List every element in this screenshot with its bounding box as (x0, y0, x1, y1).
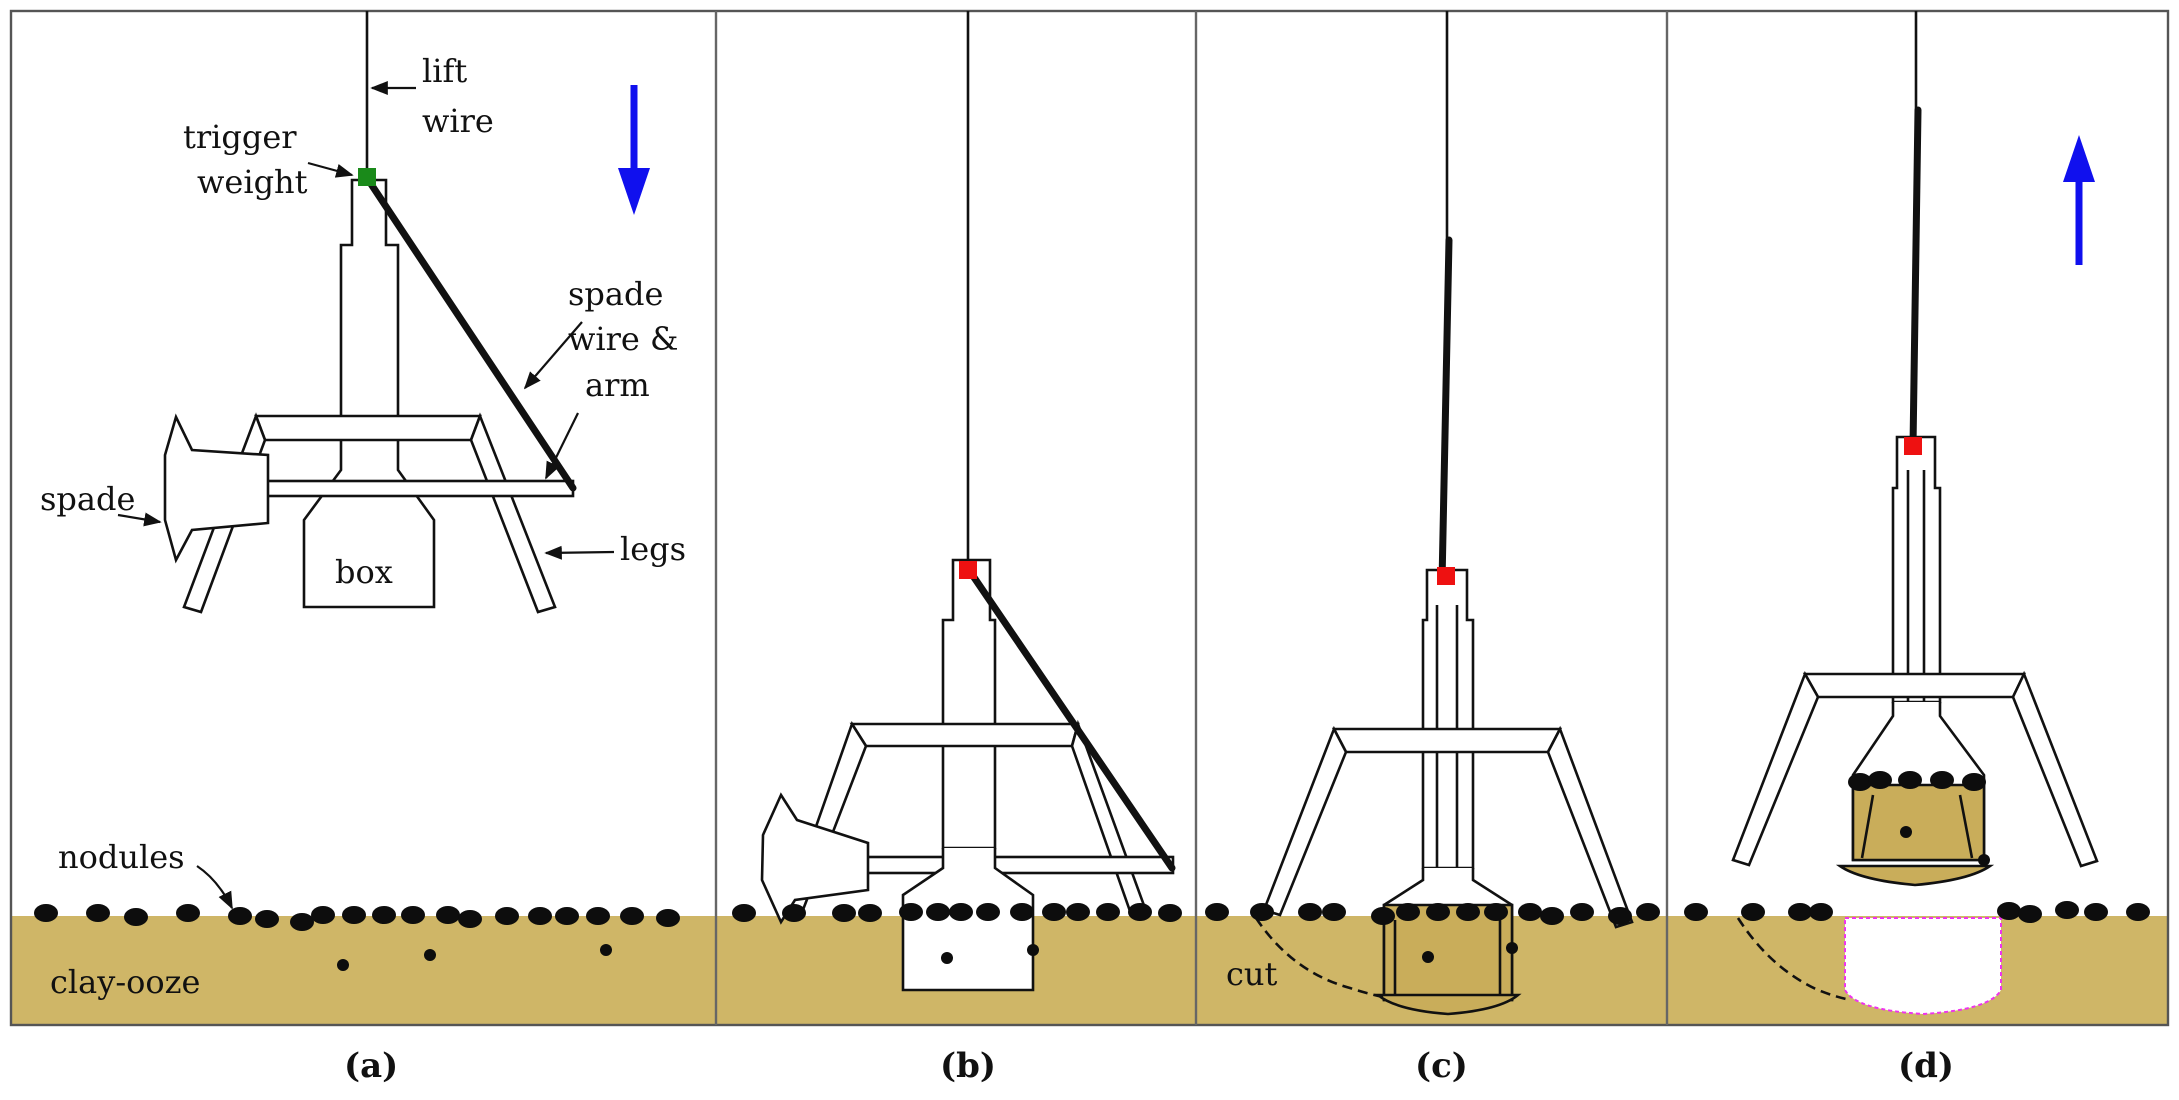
label-trigger: trigger (183, 118, 297, 156)
nodules-panel-c (1205, 903, 1660, 963)
label-spade-wire-1: spade (568, 275, 663, 313)
caption-b: (b) (940, 1046, 996, 1086)
label-spade: spade (40, 480, 135, 518)
frame-leg-left (1731, 670, 1820, 867)
nodules-panel-b (732, 903, 1182, 964)
label-clay-ooze: clay-ooze (50, 963, 200, 1001)
frame-crossbar (254, 414, 482, 442)
label-spade-wire-2: wire & (568, 320, 679, 358)
sediment-layer (11, 916, 2168, 1025)
label-spade-wire-3: arm (585, 366, 650, 404)
pointer-spade-arm (545, 412, 579, 480)
frame-leg-left (1262, 725, 1348, 917)
corer-column (941, 558, 997, 850)
up-arrow-icon (2063, 135, 2095, 265)
nodules-panel-d (1684, 771, 2150, 923)
frame-crossbar (1331, 727, 1563, 754)
spade-wire (363, 174, 577, 492)
spade-wire-retracted (1909, 106, 1922, 450)
down-arrow-icon (618, 85, 650, 215)
pointer-spade (117, 512, 162, 527)
caption-c: (c) (1415, 1046, 1468, 1086)
corer-column (339, 178, 400, 442)
spade-wire (965, 566, 1176, 872)
trigger-weight (1904, 437, 1922, 455)
panel-a: lift wire trigger weight spade wire & ar… (34, 11, 686, 1086)
spade-arm (864, 855, 1175, 875)
label-nodules: nodules (58, 838, 185, 876)
spade-closed (1374, 993, 1522, 1016)
nodules-panel-a (34, 904, 680, 971)
corer-column (1891, 435, 1942, 704)
label-lift: lift (422, 52, 467, 90)
corer-column (1421, 568, 1475, 870)
panel-d: (d) (1684, 11, 2150, 1086)
frame-crossbar (1802, 672, 2027, 699)
pointer-trigger-weight (307, 161, 354, 178)
frame-leg-right (2011, 670, 2099, 868)
trigger-weight (358, 168, 376, 186)
panel-b: (b) (732, 11, 1182, 1086)
pointer-spade-wire (523, 321, 583, 390)
panel-c: cut (c) (1205, 11, 1660, 1086)
cut-line (1254, 917, 1389, 1000)
spade-arm (263, 479, 575, 498)
label-legs: legs (620, 530, 686, 568)
label-wire: wire (422, 102, 494, 140)
pointer-legs (544, 545, 615, 560)
frame-leg-right (1546, 725, 1634, 929)
spade (163, 413, 270, 564)
pointer-nodules (196, 865, 233, 910)
spade (760, 792, 870, 925)
frame-leg-right (469, 412, 557, 614)
box-inner-lines (1860, 794, 1974, 859)
trigger-weight (1437, 567, 1455, 585)
spade-closed (1835, 864, 1995, 887)
box-inner-lines (1393, 920, 1502, 995)
figure-border (9, 9, 2170, 1027)
label-weight: weight (197, 163, 308, 201)
label-cut: cut (1226, 955, 1278, 993)
trigger-weight (959, 561, 977, 579)
sample-hole (1844, 917, 2002, 1016)
caption-a: (a) (344, 1046, 398, 1086)
label-box: box (335, 553, 393, 591)
frame-crossbar (849, 722, 1080, 748)
spade-wire-retracted (1438, 236, 1453, 586)
caption-d: (d) (1898, 1046, 1954, 1086)
cut-line (1736, 917, 1847, 1001)
